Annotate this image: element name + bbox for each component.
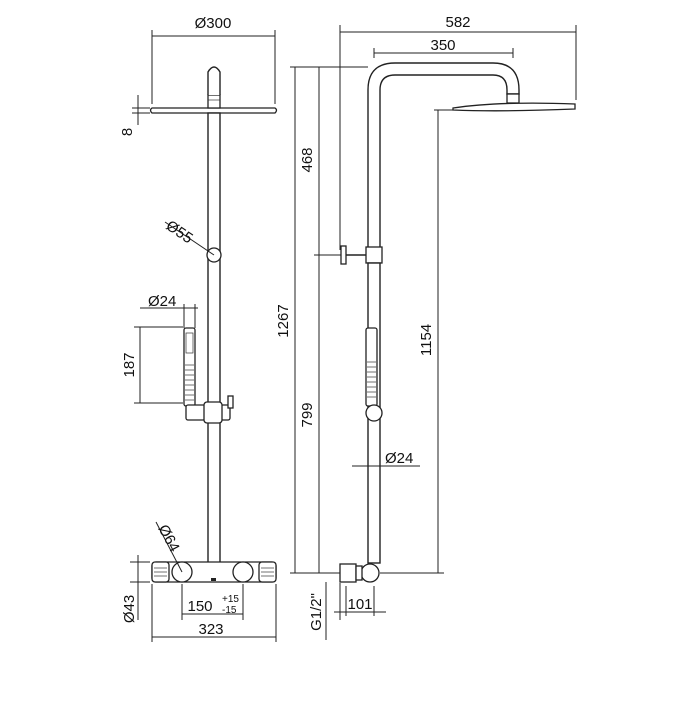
dim-tolerance-minus: -15 [222,605,237,616]
side-head-connector [506,93,520,104]
side-bracket-clamp [365,246,383,264]
side-connector [339,563,357,583]
dim-total-height: 1267 [275,304,292,337]
front-inlet-right [232,561,254,583]
side-dimensions: 582 350 1267 468 799 1154 Ø24 G1/2" 101 [275,14,577,640]
dim-total-projection: 582 [445,14,470,31]
dim-arm-length: 350 [430,37,455,54]
side-holder [365,404,383,422]
front-dimensions: Ø300 8 Ø55 Ø24 187 Ø64 Ø43 150 +15 -15 [119,15,277,642]
front-top-riser [207,66,221,95]
front-head-connector [207,94,221,109]
front-view [149,66,278,583]
dim-head-diameter: Ø300 [195,15,232,32]
dim-head-height: 1154 [418,324,435,356]
front-hand-shower [183,327,196,407]
side-shower-arm [367,62,520,248]
dim-hand-length: 187 [121,352,138,377]
dim-wall-distance: 101 [347,596,372,613]
dim-mixer-width: 323 [198,621,223,638]
dim-head-thickness: 8 [119,128,136,136]
front-hand-grip [185,364,194,401]
side-wall-plate [340,245,347,265]
dim-thread: G1/2" [308,593,325,631]
dim-center-distance: 150 [187,598,212,615]
side-hand-grip [367,361,376,398]
front-main-column [207,112,221,564]
dim-bracket-height: 799 [299,402,316,427]
front-shower-head [149,107,278,114]
dim-mixer-height: Ø43 [121,595,138,623]
dim-pipe-diameter: Ø24 [385,450,413,467]
dim-bracket-to-head: 468 [299,147,316,172]
side-mixer-body [360,563,380,583]
dim-knob-diameter: Ø64 [154,522,182,555]
dim-hand-diameter: Ø24 [148,293,176,310]
side-view [330,62,576,583]
dim-tolerance-plus: +15 [222,594,239,605]
side-shower-head [452,102,576,112]
dim-bracket-diameter: Ø55 [163,217,196,247]
